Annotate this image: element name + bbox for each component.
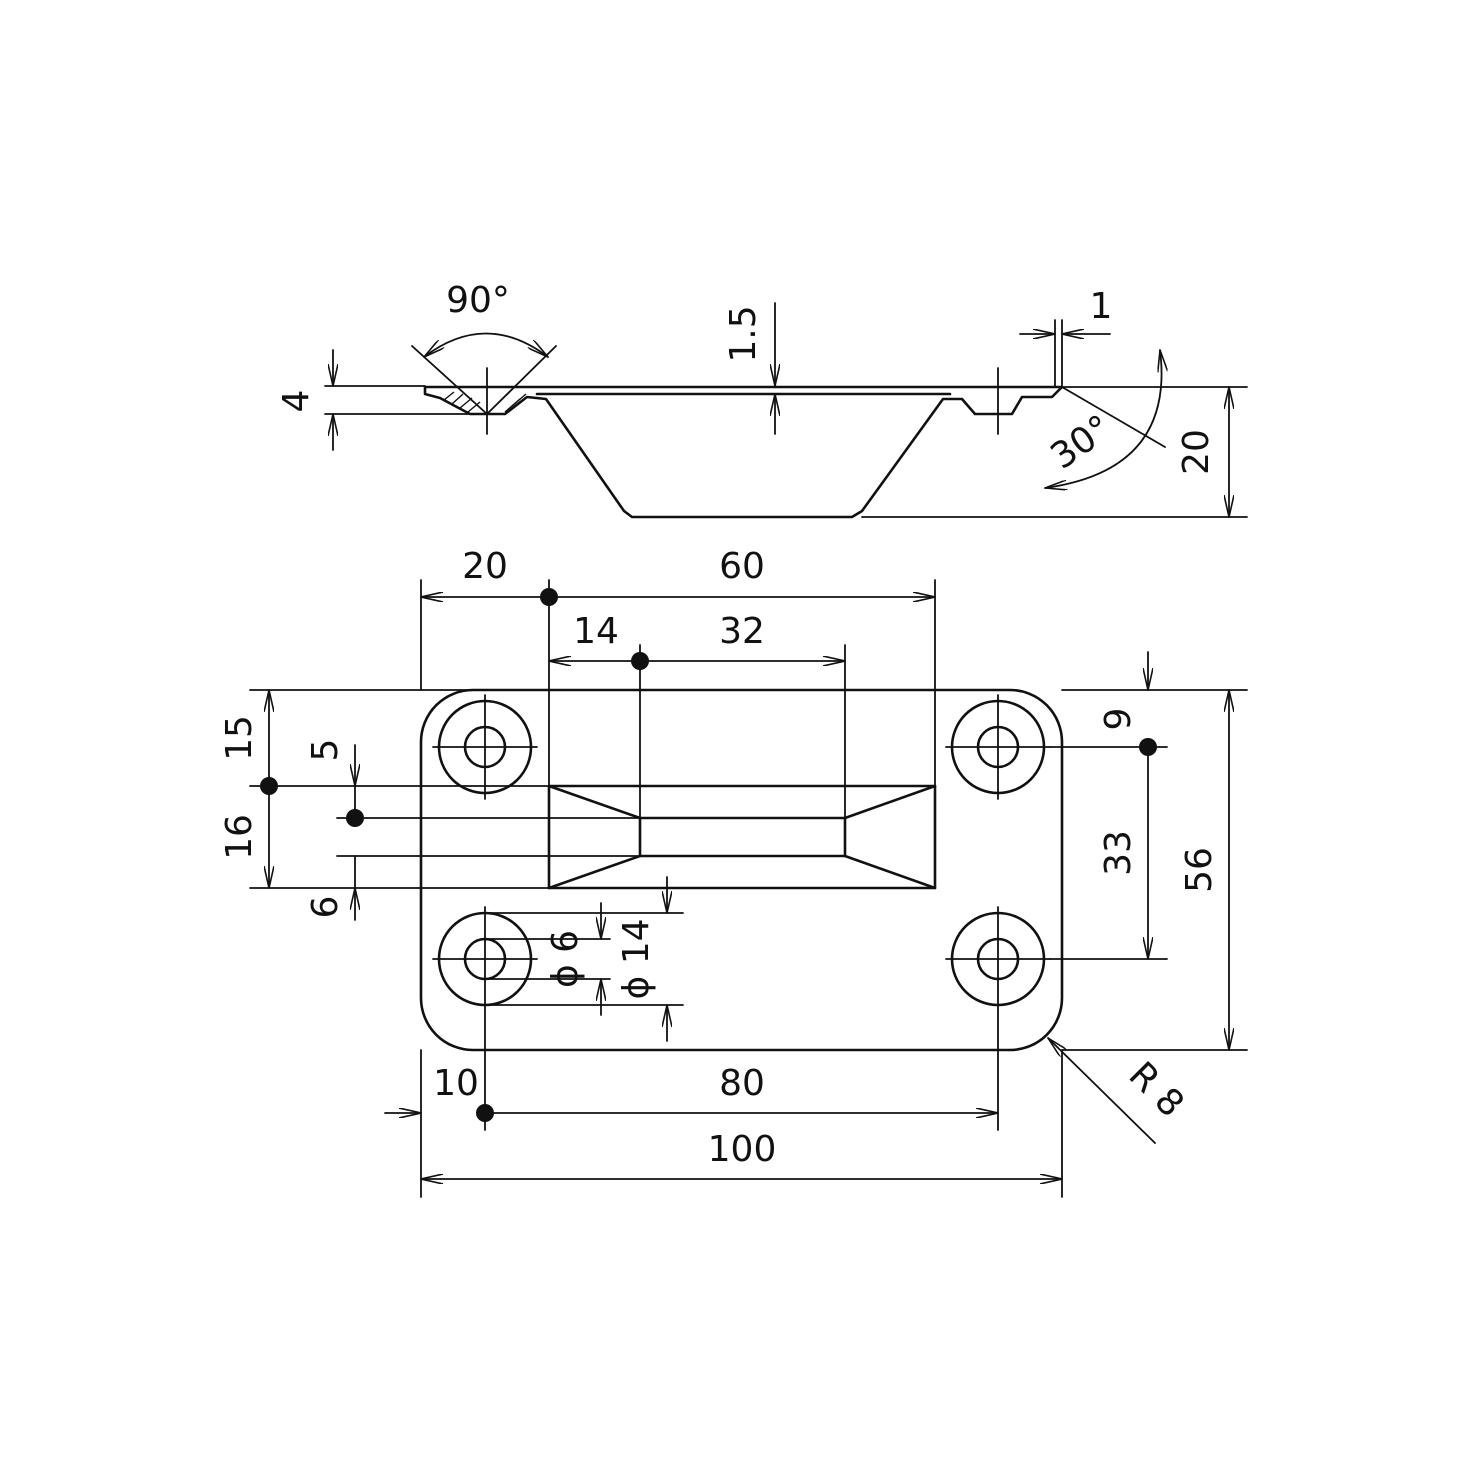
dim-top-offset: 15 [219, 715, 260, 761]
dim-edge-thickness: 1 [1090, 286, 1113, 327]
angle-90-label: 90° [446, 280, 510, 321]
dim-sheet-thickness: 1.5 [723, 305, 764, 362]
dim-hole-from-edge: 10 [433, 1063, 479, 1104]
angle-30-label: 30° [1044, 407, 1120, 477]
dim-pocket-floor: 32 [719, 611, 765, 652]
origin-dot-hole-y [1139, 738, 1157, 756]
origin-dot-floor-y [346, 809, 364, 827]
mounting-hole-top-left [432, 694, 538, 800]
side-view: 90° 4 1.5 1 30° 20 [276, 280, 1248, 519]
side-profile-top [423, 385, 1064, 519]
origin-dot-floor [631, 652, 649, 670]
dim-hole-pitch-x: 80 [719, 1063, 765, 1104]
origin-dot-hole-x [476, 1104, 494, 1122]
plan-view: 20 60 14 32 15 16 5 6 [219, 546, 1248, 1198]
mounting-hole-bottom-right [945, 906, 1051, 1131]
dim-pocket-height: 16 [219, 814, 260, 860]
angle-30-arc [1044, 349, 1162, 488]
plate-outline [419, 688, 1064, 1052]
origin-dot-x [540, 588, 558, 606]
origin-dot-y [260, 777, 278, 795]
pocket [547, 784, 937, 890]
dim-corner-radius: R 8 [1121, 1054, 1192, 1125]
dim-counterbore-diameter: ϕ 14 [616, 919, 657, 1000]
dim-overall-height: 56 [1179, 847, 1220, 893]
dim-hole-diameter: ϕ 6 [545, 930, 586, 988]
dim-overall-width: 100 [708, 1129, 777, 1170]
dim-floor-inset-top: 5 [305, 739, 346, 762]
dim-flange-offset: 4 [276, 390, 317, 413]
dim-depth: 20 [1176, 429, 1217, 475]
dim-hole-edge: 9 [1098, 708, 1139, 731]
dim-floor-inset-bottom: 6 [305, 896, 346, 919]
angle-90-arc [423, 332, 549, 358]
dim-left-offset: 20 [462, 546, 508, 587]
dim-pocket-width: 60 [719, 546, 765, 587]
mounting-hole-top-right [945, 694, 1051, 800]
dim-hole-pitch-y: 33 [1098, 830, 1139, 876]
countersink-section-hatch [443, 391, 527, 413]
dim-pocket-inset: 14 [573, 611, 619, 652]
